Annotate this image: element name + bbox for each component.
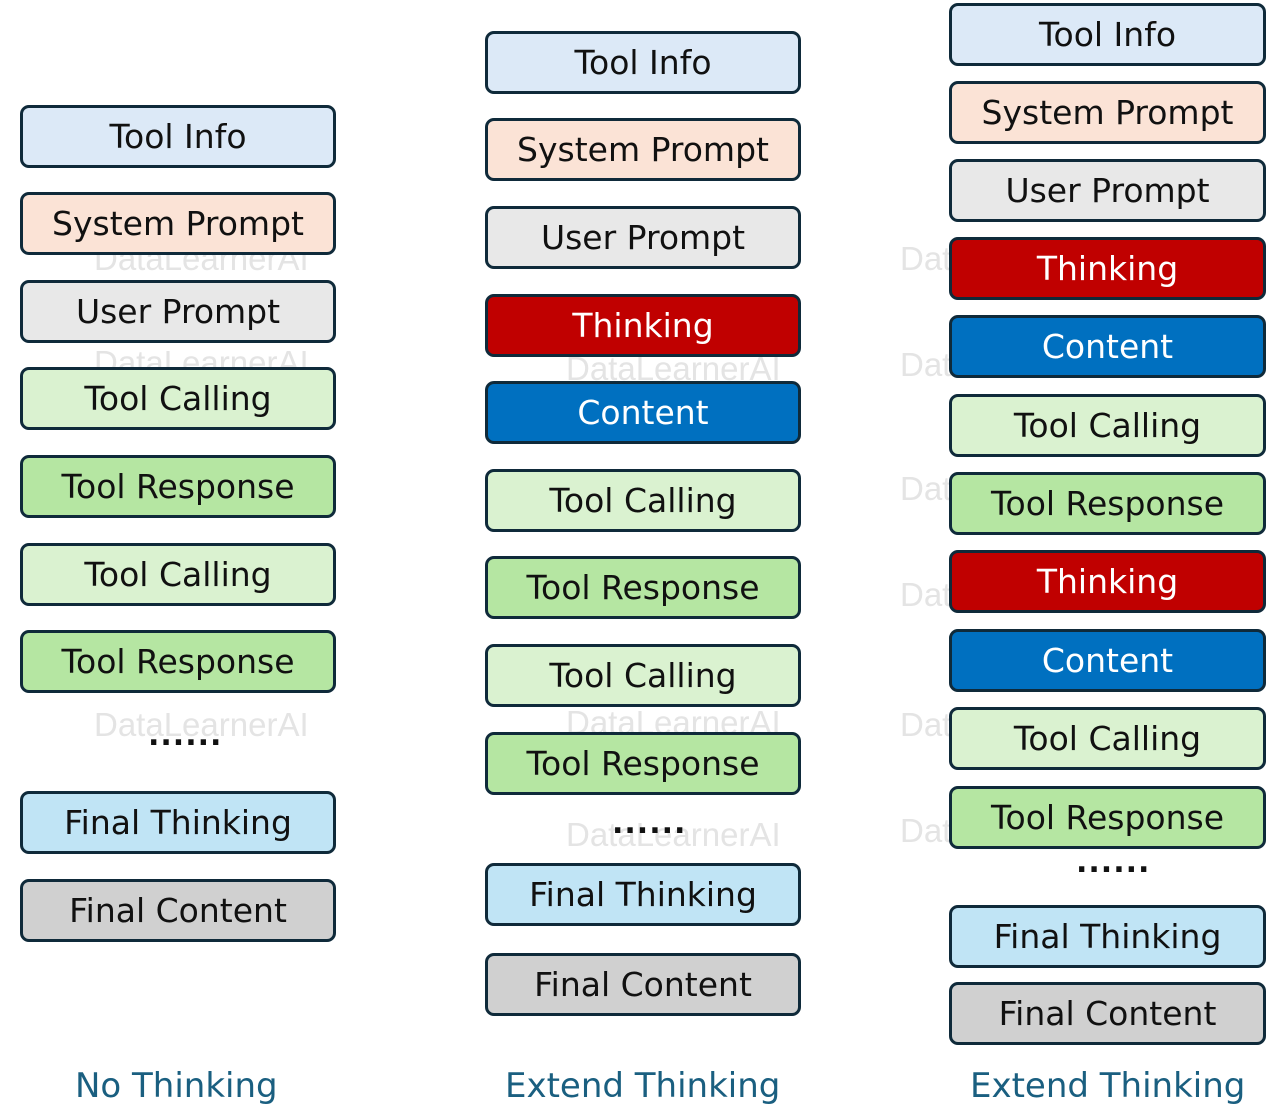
block-tool-info: Tool Info — [20, 105, 336, 168]
caption: No Thinking — [75, 1066, 278, 1106]
block-tool-response: Tool Response — [949, 472, 1266, 535]
block-tool-response: Tool Response — [20, 630, 336, 693]
block-tool-info: Tool Info — [485, 31, 801, 94]
block-tool-response: Tool Response — [949, 786, 1266, 849]
block-content: Content — [949, 629, 1266, 692]
ellipsis: ...... — [148, 718, 223, 753]
block-final-thinking: Final Thinking — [485, 863, 801, 926]
block-system-prompt: System Prompt — [949, 81, 1266, 144]
block-user-prompt: User Prompt — [485, 206, 801, 269]
ellipsis: ...... — [1076, 845, 1151, 880]
block-content: Content — [949, 315, 1266, 378]
block-tool-calling: Tool Calling — [20, 367, 336, 430]
block-system-prompt: System Prompt — [485, 118, 801, 181]
block-tool-calling: Tool Calling — [949, 707, 1266, 770]
block-thinking: Thinking — [949, 550, 1266, 613]
block-thinking: Thinking — [949, 237, 1266, 300]
ellipsis: ...... — [612, 806, 687, 841]
block-tool-calling: Tool Calling — [485, 469, 801, 532]
block-final-thinking: Final Thinking — [949, 905, 1266, 968]
block-final-content: Final Content — [949, 982, 1266, 1045]
block-tool-response: Tool Response — [485, 556, 801, 619]
block-tool-calling: Tool Calling — [20, 543, 336, 606]
block-system-prompt: System Prompt — [20, 192, 336, 255]
watermark: DataLearnerAI — [566, 816, 781, 853]
block-final-content: Final Content — [485, 953, 801, 1016]
caption: Extend Thinking — [970, 1066, 1246, 1106]
block-final-content: Final Content — [20, 879, 336, 942]
watermark: DataLearnerAI — [94, 706, 309, 743]
caption: Extend Thinking — [505, 1066, 781, 1106]
block-user-prompt: User Prompt — [20, 280, 336, 343]
block-tool-calling: Tool Calling — [485, 644, 801, 707]
block-tool-calling: Tool Calling — [949, 394, 1266, 457]
block-content: Content — [485, 381, 801, 444]
block-tool-info: Tool Info — [949, 3, 1266, 66]
block-tool-response: Tool Response — [485, 732, 801, 795]
block-thinking: Thinking — [485, 294, 801, 357]
block-final-thinking: Final Thinking — [20, 791, 336, 854]
block-tool-response: Tool Response — [20, 455, 336, 518]
block-user-prompt: User Prompt — [949, 159, 1266, 222]
